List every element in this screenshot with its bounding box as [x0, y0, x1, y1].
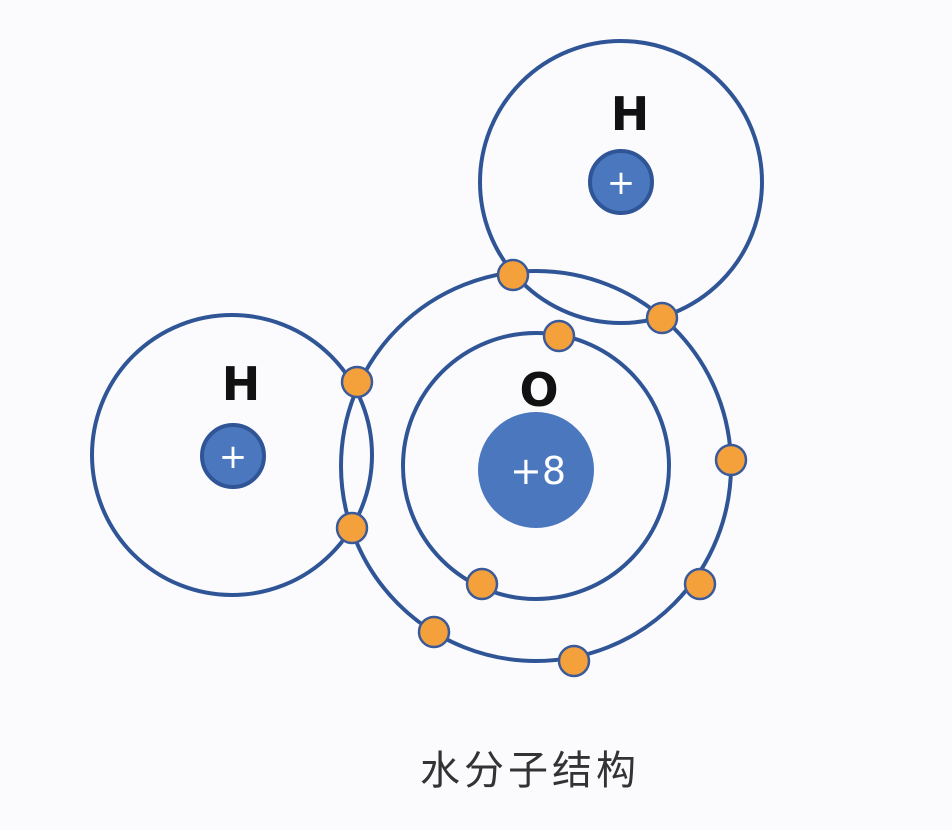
hydrogen-top-orbit: [478, 39, 764, 325]
oxygen-nucleus: [478, 412, 594, 528]
inner-electron-top: [542, 319, 576, 353]
hydrogen-top-symbol: H: [611, 87, 650, 141]
inner-electron-bottom: [465, 567, 499, 601]
shared-electron-top-1: [496, 258, 530, 292]
hydrogen-top-nucleus: [588, 149, 654, 215]
oxygen-symbol: O: [519, 363, 558, 417]
shared-electron-left-2: [335, 511, 369, 545]
hydrogen-left-nucleus: [200, 423, 266, 489]
shared-electron-left-1: [340, 365, 374, 399]
oxygen-inner-orbit: [401, 331, 671, 601]
hydrogen-left-orbit: [90, 313, 374, 597]
outer-electron-bottom: [557, 644, 591, 678]
hydrogen-left-symbol: H: [222, 357, 261, 411]
outer-electron-bottom-right: [683, 567, 717, 601]
oxygen-charge: +8: [510, 449, 566, 493]
diagram-caption: 水分子结构: [420, 748, 640, 794]
outer-electron-right: [714, 443, 748, 477]
shared-electron-top-2: [645, 301, 679, 335]
hydrogen-left-charge: +: [219, 437, 248, 477]
outer-electron-bottom-left: [417, 615, 451, 649]
hydrogen-top-charge: +: [607, 163, 636, 203]
